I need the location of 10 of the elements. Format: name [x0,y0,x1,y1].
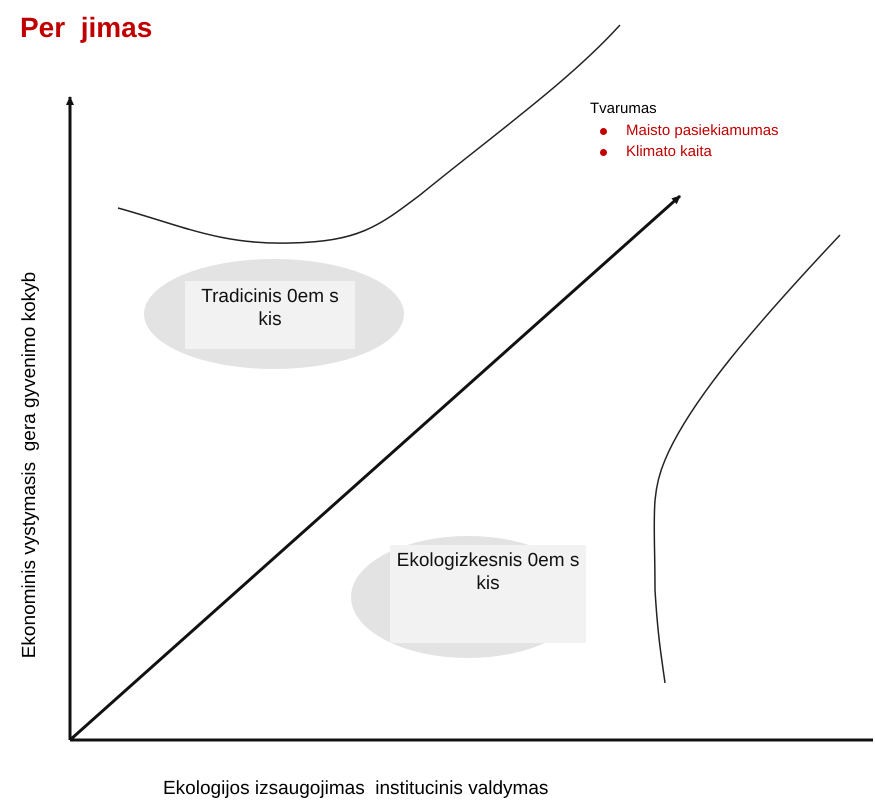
bullet-text: Klimato kaita [626,143,712,160]
axis-label: Ekologijos izsaugojimas institucinis valdymas [163,778,548,800]
ellipse-node [143,258,405,370]
ellipse-node [350,535,586,659]
axis-label: Ekonominis vystymasis gera gyvenimo kokyb [19,272,41,658]
heading-text: Tvarumas [590,100,657,117]
node-label: Ekologizkesnis 0em s kis [390,545,586,643]
node-label: Tradicinis 0em s kis [185,281,355,349]
title: Per jimas [20,12,152,44]
bullet-text: Maisto pasiekiamumas [626,122,779,139]
